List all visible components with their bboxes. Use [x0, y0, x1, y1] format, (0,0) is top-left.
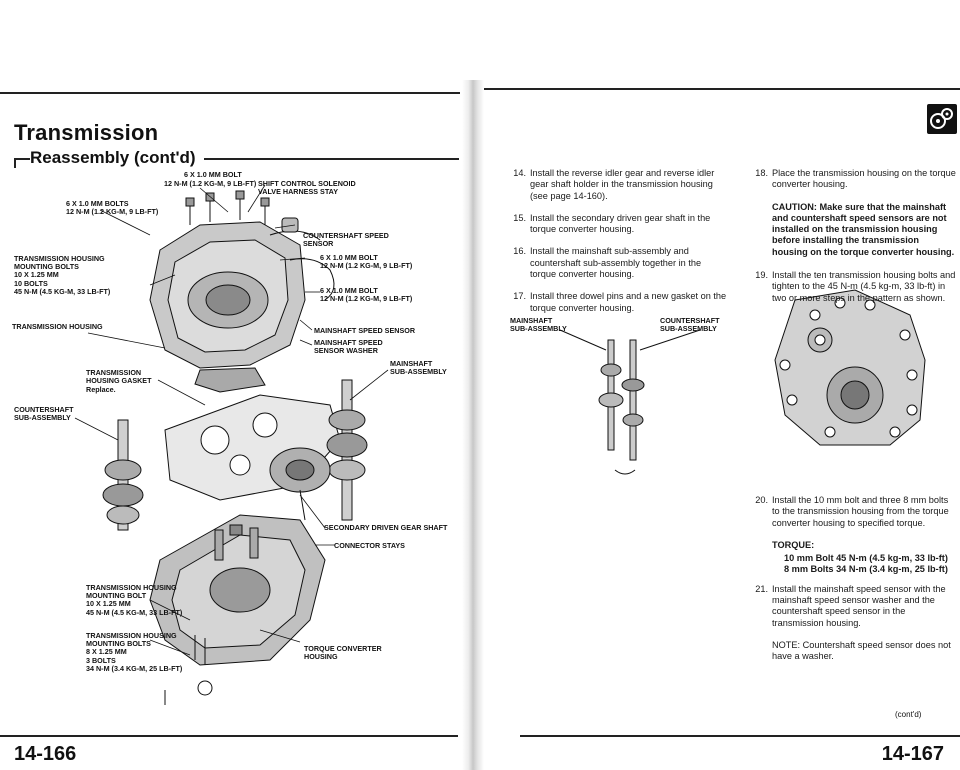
page-number-left: 14-166 — [14, 743, 77, 765]
label-bolt-right-1: 6 x 1.0 mm BOLT 12 N-m (1.2 kg-m, 9 lb-f… — [320, 253, 413, 271]
instructions-column-b: 18. Place the transmission housing on the… — [752, 168, 957, 315]
label-mounting-bolts-upper: TRANSMISSION HOUSING MOUNTING BOLTS 10 x… — [14, 254, 111, 296]
top-rule-left — [0, 92, 460, 94]
step-number: 17. — [513, 291, 526, 302]
step-number: 15. — [513, 212, 526, 223]
label-bolt-top-size: 6 x 1.0 mm BOLT — [184, 170, 242, 179]
instructions-column-a: 14. Install the reverse idler gear and re… — [510, 168, 728, 325]
step-17: 17. Install three dowel pins and a new ga… — [510, 291, 728, 314]
step-15: 15. Install the secondary driven gear sha… — [510, 213, 728, 236]
label-countershaft-speed-sensor: COUNTERSHAFT SPEED SENSOR — [303, 231, 389, 249]
step-18: 18. Place the transmission housing on the… — [752, 168, 957, 191]
step-text: Install the reverse idler gear and rever… — [530, 168, 715, 201]
step-21: 21. Install the mainshaft speed sensor wi… — [752, 584, 957, 629]
book-gutter — [462, 80, 484, 770]
section-title: Transmission — [14, 120, 159, 145]
mainshaft-illustration — [326, 379, 368, 521]
torque-heading: TORQUE: — [772, 539, 815, 550]
label-shift-control-stay: SHIFT CONTROL SOLENOID VALVE HARNESS STA… — [258, 179, 356, 197]
bottom-rule-right — [520, 735, 960, 737]
step-text: Install the ten transmission housing bol… — [772, 270, 956, 303]
washer-note: NOTE: Countershaft speed sensor does not… — [772, 639, 951, 662]
label-mainshaft-speed-sensor: MAINSHAFT SPEED SENSOR — [314, 326, 416, 335]
label-torque-converter-housing: TORQUE CONVERTER HOUSING — [304, 644, 382, 662]
label-connector-stays: CONNECTOR STAYS — [334, 541, 405, 550]
countershaft-illustration — [102, 419, 144, 531]
subtitle-tick — [14, 158, 16, 168]
step-text: Install the secondary driven gear shaft … — [530, 212, 711, 235]
subtitle-rule — [14, 158, 459, 160]
step-number: 20. — [755, 495, 768, 505]
bolt-pattern-illustration — [774, 289, 926, 446]
figure-label-countershaft: COUNTERSHAFT SUB-ASSEMBLY — [660, 316, 720, 334]
step-text: Install three dowel pins and a new gaske… — [530, 291, 727, 313]
label-housing-gasket: TRANSMISSION HOUSING GASKET — [86, 368, 152, 386]
step-number: 21. — [755, 583, 768, 594]
label-bolts-left-torque: 12 N-m (1.2 kg-m, 9 lb-ft) — [66, 207, 159, 216]
step-16: 16. Install the mainshaft sub-assembly an… — [510, 246, 728, 280]
figure-label-mainshaft: MAINSHAFT SUB-ASSEMBLY — [510, 316, 567, 334]
label-transmission-housing: TRANSMISSION HOUSING — [12, 322, 103, 331]
torque-8mm: 8 mm Bolts 34 N-m (3.4 kg-m, 25 lb-ft) — [784, 564, 948, 575]
instructions-column-b-lower: 20. Install the 10 mm bolt and three 8 mm… — [752, 495, 957, 673]
label-secondary-driven-gear-shaft: SECONDARY DRIVEN GEAR SHAFT — [324, 523, 448, 532]
label-mainshaft-sub-assembly: MAINSHAFT SUB-ASSEMBLY — [390, 359, 447, 377]
label-mainshaft-sensor-washer: MAINSHAFT SPEED SENSOR WASHER — [314, 338, 383, 356]
continued-marker: (cont'd) — [895, 710, 922, 719]
label-gasket-replace: Replace. — [86, 385, 116, 394]
step-14: 14. Install the reverse idler gear and re… — [510, 168, 728, 202]
label-mounting-bolt-single: TRANSMISSION HOUSING MOUNTING BOLT 10 x … — [86, 583, 183, 617]
step-20: 20. Install the 10 mm bolt and three 8 mm… — [752, 495, 957, 529]
bottom-rule-left — [0, 735, 458, 737]
leader-lines — [74, 184, 389, 656]
label-mounting-bolts-lower: TRANSMISSION HOUSING MOUNTING BOLTS 8 x … — [86, 631, 183, 673]
page-number-right: 14-167 — [881, 743, 944, 765]
transmission-housing-illustration — [149, 190, 335, 393]
top-rule-right — [484, 88, 960, 90]
transmission-section-icon — [927, 104, 957, 134]
torque-converter-housing-illustration — [149, 514, 326, 666]
step-text: Place the transmission housing on the to… — [772, 168, 956, 190]
step-text: Install the mainshaft sub-assembly and c… — [530, 246, 702, 280]
step-text: Install the mainshaft speed sensor with … — [772, 583, 946, 628]
torque-10mm: 10 mm Bolt 45 N-m (4.5 kg-m, 33 lb-ft) — [784, 553, 948, 564]
step-number: 16. — [513, 246, 526, 257]
shafts-on-converter-illustration — [559, 329, 701, 475]
step-19: 19. Install the ten transmission housing … — [752, 270, 957, 304]
step-number: 18. — [755, 168, 768, 178]
label-bolt-top-torque: 12 N-m (1.2 kg-m, 9 lb-ft) — [164, 179, 257, 188]
label-bolt-right-2: 6 x 1.0 mm BOLT 12 N-m (1.2 kg-m, 9 lb-f… — [320, 286, 413, 304]
step-text: Install the 10 mm bolt and three 8 mm bo… — [772, 495, 949, 528]
caution-note: CAUTION: Make sure that the mainshaft an… — [772, 201, 955, 257]
secondary-driven-gear-illustration — [269, 447, 331, 521]
step-number: 19. — [755, 270, 768, 281]
step-number: 14. — [513, 168, 526, 178]
section-subtitle: Reassembly (cont'd) — [30, 148, 204, 168]
label-countershaft-sub-assembly: COUNTERSHAFT SUB-ASSEMBLY — [14, 405, 74, 423]
label-bolts-left-size: 6 x 1.0 mm BOLTS — [66, 199, 129, 208]
